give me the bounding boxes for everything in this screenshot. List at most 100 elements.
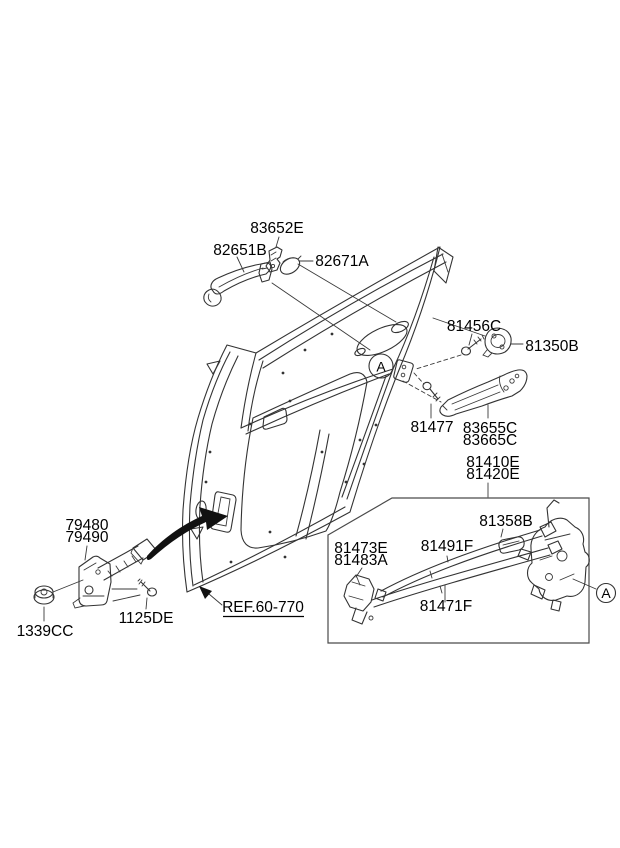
label-81350B[interactable]: 81350B (525, 338, 578, 355)
kit-box-outline (327, 497, 590, 644)
screw-81456C-thread-2 (477, 336, 482, 342)
cable-upper-81491F-b (382, 535, 543, 598)
label-83652E[interactable]: 83652E (250, 220, 303, 237)
leader-latch-to-a (572, 578, 597, 590)
handle-base-hook (442, 405, 448, 411)
rear-strip-inner-2 (341, 375, 387, 498)
key-cover-tab (482, 349, 493, 358)
belt-area-rect-hole (262, 407, 288, 430)
handle-cover-cap (279, 257, 301, 275)
latch-detail-circle-1 (556, 550, 568, 562)
rear-corner-sliver (433, 246, 454, 284)
label-81420E[interactable]: 81420E (466, 466, 519, 483)
latch-detail-circle-2 (545, 573, 553, 581)
handle-base-hole-2 (503, 385, 509, 391)
marker-a-box-circle (595, 582, 617, 604)
checker-small-hole (95, 569, 101, 575)
checker-arm-hatch-1 (107, 570, 113, 577)
checker-pivot-hole (84, 585, 94, 595)
dash-door-to-base (402, 380, 442, 403)
checker-bracket (78, 555, 112, 607)
dash-bracket-to-bolt (413, 372, 425, 385)
outside-handle-grip (210, 262, 272, 295)
latch-kit-box (327, 482, 597, 644)
window-frame-line-3 (262, 261, 447, 369)
screw-81456C-thread-1 (473, 339, 478, 345)
handle-cover-tab (297, 255, 302, 260)
leader-81473E (355, 567, 363, 578)
cable-lower-81471F-b (373, 554, 551, 608)
label-82671A[interactable]: 82671A (315, 253, 369, 270)
label-81491F[interactable]: 81491F (421, 538, 474, 555)
marker-a-door-text: A (376, 359, 386, 375)
leader-82651B (236, 256, 245, 273)
bolt-1125DE-thread-2 (141, 581, 146, 587)
label-83655C[interactable]: 83655C (463, 420, 517, 437)
connector-bracket-81473E (343, 574, 375, 612)
rear-corner-sliver-inner (441, 253, 449, 273)
bottom-inner-line (193, 506, 346, 586)
label-81483A[interactable]: 81483A (334, 552, 388, 569)
bolt-81477-thread-2 (432, 392, 438, 398)
label-82651B[interactable]: 82651B (213, 242, 266, 259)
label-81473E[interactable]: 81473E (334, 540, 387, 557)
handle-base-83655C (439, 369, 528, 417)
label-81456C[interactable]: 81456C (447, 318, 501, 335)
label-83665C[interactable]: 83665C (463, 432, 517, 449)
dash-screw-to-door (415, 354, 462, 370)
screw-81456C-head (460, 346, 472, 356)
handle-pad-hole (270, 263, 276, 269)
marker-a-box: A (595, 582, 617, 604)
screw-81456C-shaft (467, 338, 482, 350)
ref-arrow-shaft (208, 593, 223, 606)
latch-assembly-body (526, 517, 590, 601)
handle-pad-hatch-1 (270, 251, 277, 256)
latch-bottom-tab (550, 599, 562, 612)
leader-handle-to-door-1 (297, 263, 397, 323)
door-checker-parts (33, 507, 228, 622)
regulator-channel-1 (295, 429, 321, 537)
handle-base-hole-1 (509, 378, 515, 384)
label-81358B[interactable]: 81358B (479, 513, 532, 530)
line-door-to-cover (432, 317, 486, 337)
screw-81456C-tip (481, 334, 485, 340)
rod-cap-inner-line (502, 540, 520, 546)
label-1125DE[interactable]: 1125DE (119, 610, 174, 627)
leader-81456C (468, 333, 473, 346)
bolt-81477-head (422, 381, 432, 391)
connector-pin (368, 615, 374, 621)
marker-a-box-text: A (601, 585, 611, 601)
label-81410E[interactable]: 81410E (466, 454, 519, 471)
belt-line-2 (245, 373, 390, 435)
handle-front-cap-inner (207, 293, 212, 303)
handle-base-hole-3 (514, 373, 520, 379)
checker-foot (72, 597, 85, 609)
label-79480[interactable]: 79480 (65, 517, 108, 534)
bolt-1125DE-thread-1 (138, 579, 143, 585)
front-frame-edge (240, 352, 257, 429)
triangle-cutout-upper (206, 360, 221, 375)
handle-cover-inner (282, 257, 296, 263)
label-79490[interactable]: 79490 (65, 529, 108, 546)
label-81471F[interactable]: 81471F (420, 598, 473, 615)
outside-handle-parts (203, 236, 397, 351)
triangle-cutout-lower (190, 526, 204, 540)
nut-center-hole (40, 588, 48, 596)
latch-lever (517, 548, 532, 561)
label-1339CC[interactable]: 1339CC (17, 623, 74, 640)
window-frame-line-2 (258, 253, 444, 361)
bolt-1125DE-tip (137, 578, 141, 582)
handle-depression-oval (356, 323, 408, 357)
latch-rod (546, 499, 560, 528)
checker-arm-bottom (103, 557, 144, 581)
key-cover-81350B-outline (484, 327, 512, 355)
cable-upper-ferrule (429, 570, 433, 579)
handle-front-cap (203, 288, 222, 307)
front-inner-strip-2 (198, 355, 239, 583)
connector-lower-tab (351, 607, 368, 625)
label-ref[interactable]: REF.60-770 (222, 599, 304, 616)
label-81477[interactable]: 81477 (410, 419, 453, 436)
rod-cap-81358B (498, 536, 525, 554)
